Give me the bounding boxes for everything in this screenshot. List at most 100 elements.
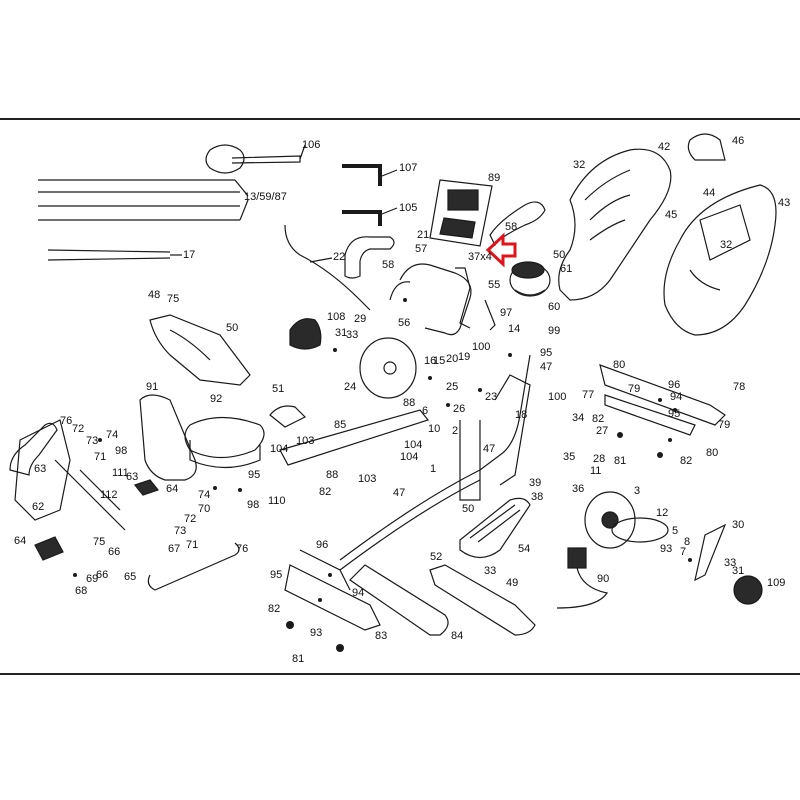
- label-47a: 47: [540, 361, 552, 373]
- label-61: 61: [560, 263, 572, 275]
- label-96b: 96: [316, 539, 328, 551]
- label-66a: 66: [108, 546, 120, 558]
- part-13-59-87-rods: [38, 179, 249, 221]
- parts-line-art: [9, 133, 777, 652]
- label-100b: 100: [548, 391, 566, 403]
- label-26: 26: [453, 403, 465, 415]
- label-37x4: 37x4: [468, 251, 492, 263]
- label-80a: 80: [613, 359, 625, 371]
- label-57: 57: [415, 243, 427, 255]
- label-72b: 72: [184, 513, 196, 525]
- label-90: 90: [597, 573, 609, 585]
- label-70: 70: [198, 503, 210, 515]
- label-51: 51: [272, 383, 284, 395]
- label-110: 110: [268, 495, 286, 507]
- part-64-pedal-left: [34, 479, 160, 561]
- label-17: 17: [183, 249, 195, 261]
- label-22: 22: [333, 251, 345, 263]
- part-17-rods: [47, 249, 182, 261]
- label-49: 49: [506, 577, 518, 589]
- part-48-side-cover: [149, 314, 251, 386]
- label-93a: 93: [660, 543, 672, 555]
- label-8: 8: [684, 536, 690, 548]
- label-21: 21: [417, 229, 429, 241]
- label-3: 3: [634, 485, 640, 497]
- label-24: 24: [344, 381, 356, 393]
- label-13-59-87: 13/59/87: [244, 191, 287, 203]
- label-95c: 95: [270, 569, 282, 581]
- part-55-handlebar-frame: [389, 263, 496, 336]
- label-99: 99: [548, 325, 560, 337]
- label-31: 31: [335, 327, 347, 339]
- label-23: 23: [485, 391, 497, 403]
- label-103a: 103: [296, 435, 314, 447]
- label-75b: 75: [93, 536, 105, 548]
- label-71b: 71: [186, 539, 198, 551]
- label-32b: 32: [720, 239, 732, 251]
- label-54: 54: [518, 543, 530, 555]
- part-78-stabilizer: [599, 364, 726, 436]
- label-47b: 47: [483, 443, 495, 455]
- fastener-markers: [73, 298, 692, 652]
- label-73b: 73: [174, 525, 186, 537]
- label-98a: 98: [115, 445, 127, 457]
- label-79a: 79: [628, 383, 640, 395]
- label-92: 92: [210, 393, 222, 405]
- label-33a: 33: [346, 329, 358, 341]
- label-60: 60: [548, 301, 560, 313]
- label-95b: 95: [668, 408, 680, 420]
- label-82a: 82: [592, 413, 604, 425]
- label-100a: 100: [472, 341, 490, 353]
- label-75a: 75: [167, 293, 179, 305]
- part-58-handlebar-left: [344, 236, 395, 279]
- label-43: 43: [778, 197, 790, 209]
- label-18: 18: [515, 409, 527, 421]
- part-106-wrench: [205, 144, 306, 174]
- label-50a: 50: [553, 249, 565, 261]
- label-104b: 104: [400, 451, 418, 463]
- part-42-cover-left: [558, 148, 672, 301]
- label-65: 65: [124, 571, 136, 583]
- part-62-seat-frame: [14, 419, 126, 531]
- label-89: 89: [488, 172, 500, 184]
- label-95a: 95: [540, 347, 552, 359]
- label-81b: 81: [292, 653, 304, 665]
- highlight-arrow: [485, 232, 517, 268]
- label-74b: 74: [198, 489, 210, 501]
- label-67: 67: [168, 543, 180, 555]
- label-30: 30: [732, 519, 744, 531]
- label-111: 111: [112, 467, 129, 479]
- label-27: 27: [596, 425, 608, 437]
- label-71: 71: [94, 451, 106, 463]
- part-108-motor: [289, 318, 322, 350]
- label-5: 5: [672, 525, 678, 537]
- part-60-61-bottle-holder: [509, 261, 551, 297]
- label-42: 42: [658, 141, 670, 153]
- label-39: 39: [529, 477, 541, 489]
- label-36: 36: [572, 483, 584, 495]
- label-82b: 82: [680, 455, 692, 467]
- part-54-cover: [459, 497, 531, 559]
- label-104a: 104: [270, 443, 288, 455]
- part-91-seat-back: [139, 394, 197, 481]
- label-79b: 79: [718, 419, 730, 431]
- label-20: 20: [446, 353, 458, 365]
- part-109-pedal: [733, 575, 763, 605]
- part-85-rail: [279, 409, 430, 466]
- label-7: 7: [680, 546, 686, 558]
- label-62: 62: [32, 501, 44, 513]
- label-31b: 31: [732, 565, 744, 577]
- label-10: 10: [428, 423, 440, 435]
- label-77: 77: [582, 389, 594, 401]
- label-103b: 103: [358, 473, 376, 485]
- label-96a: 96: [668, 379, 680, 391]
- part-84-rear-base: [349, 564, 449, 636]
- label-52: 52: [430, 551, 442, 563]
- label-33c: 33: [484, 565, 496, 577]
- part-107-allen-key: [342, 164, 398, 186]
- label-93b: 93: [310, 627, 322, 639]
- label-1: 1: [430, 463, 436, 475]
- label-32a: 32: [573, 159, 585, 171]
- label-72a: 72: [72, 423, 84, 435]
